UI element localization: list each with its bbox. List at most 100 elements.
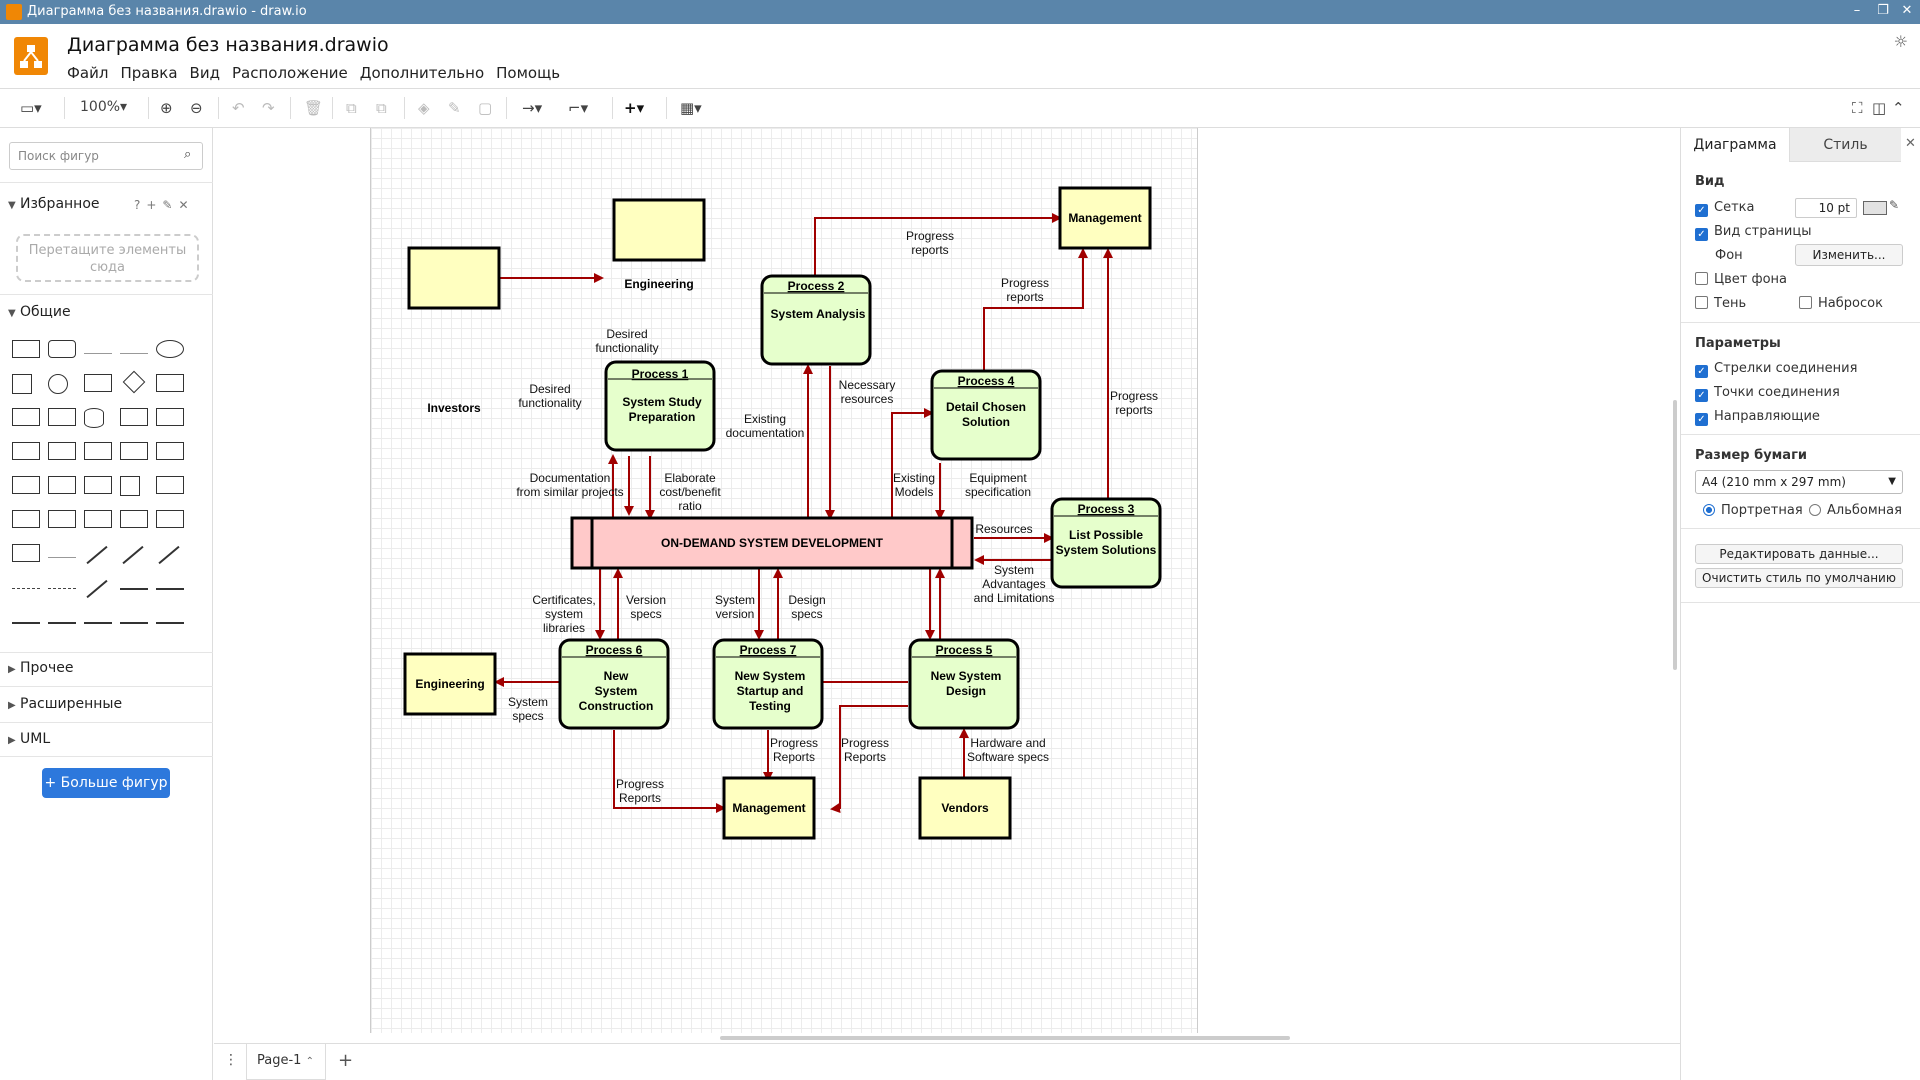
zoom-out-icon[interactable]: ⊖ xyxy=(190,99,203,117)
shape-callout-icon[interactable] xyxy=(84,476,112,494)
process-1[interactable] xyxy=(604,360,716,452)
shape-line3-icon[interactable] xyxy=(156,588,184,590)
pages-menu-icon[interactable]: ⋮ xyxy=(224,1052,238,1068)
search-icon[interactable]: ⌕ xyxy=(184,147,192,162)
sketch-row[interactable]: Набросок xyxy=(1799,296,1883,311)
shape-dash-icon[interactable] xyxy=(12,588,40,589)
shape-diamond-icon[interactable] xyxy=(122,370,146,394)
shape-dot-icon[interactable] xyxy=(48,588,76,589)
page-view-row[interactable]: ✓Вид страницы xyxy=(1695,224,1812,241)
bg-color-checkbox[interactable] xyxy=(1695,272,1708,285)
conn-points-checkbox[interactable]: ✓ xyxy=(1695,389,1708,402)
add-page-icon[interactable]: + xyxy=(338,1050,354,1071)
uml-section-header[interactable]: ▶UML xyxy=(8,731,50,747)
document-title[interactable]: Диаграмма без названия.drawio xyxy=(67,34,389,56)
tab-diagram[interactable]: Диаграмма xyxy=(1681,128,1789,162)
redo-icon[interactable]: ↷ xyxy=(262,99,275,117)
vertical-scrollbar[interactable] xyxy=(1673,400,1677,670)
entity-engineering-top[interactable] xyxy=(612,198,706,262)
shape-stack-icon[interactable] xyxy=(156,510,184,528)
change-background-button[interactable]: Изменить... xyxy=(1795,244,1903,266)
shape-curve-icon[interactable] xyxy=(86,545,108,565)
fullscreen-icon[interactable]: ⛶ xyxy=(1852,99,1863,117)
advanced-section-header[interactable]: ▶Расширенные xyxy=(8,696,122,712)
horizontal-scrollbar[interactable] xyxy=(720,1036,1290,1040)
menu-edit[interactable]: Правка xyxy=(120,64,178,82)
other-section-header[interactable]: ▶Прочее xyxy=(8,660,73,676)
landscape-row[interactable]: Альбомная xyxy=(1809,503,1902,518)
shape-line-icon[interactable] xyxy=(86,579,108,599)
shape-circle-icon[interactable] xyxy=(48,374,68,394)
restore-icon[interactable]: ❐ xyxy=(1877,3,1889,18)
shape-tape-icon[interactable] xyxy=(156,442,184,460)
process-5[interactable] xyxy=(908,638,1020,730)
menu-arrange[interactable]: Расположение xyxy=(231,64,348,82)
close-panel-icon[interactable]: ✕ xyxy=(1905,136,1916,151)
collapse-icon[interactable]: ⌃ xyxy=(1892,99,1905,117)
undo-icon[interactable]: ↶ xyxy=(232,99,245,117)
grid-size-input[interactable]: 10 pt xyxy=(1795,198,1857,218)
shape-int-icon[interactable] xyxy=(12,442,40,460)
table-icon[interactable]: ▦▾ xyxy=(680,99,702,117)
shape-card-icon[interactable] xyxy=(12,476,40,494)
shape-cube-icon[interactable] xyxy=(48,442,76,460)
format-panel-icon[interactable]: ▭▾ xyxy=(20,99,42,117)
menu-help[interactable]: Помощь xyxy=(496,64,561,82)
shape-actor-icon[interactable] xyxy=(120,476,140,496)
zoom-in-icon[interactable]: ⊕ xyxy=(160,99,173,117)
sketch-checkbox[interactable] xyxy=(1799,296,1812,309)
edge-p5-management[interactable] xyxy=(830,705,908,813)
shape-data-icon[interactable] xyxy=(84,510,112,528)
theme-sun-icon[interactable]: ☼ xyxy=(1893,32,1908,51)
shape-or-icon[interactable] xyxy=(156,476,184,494)
edit-data-button[interactable]: Редактировать данные... xyxy=(1695,544,1903,564)
delete-icon[interactable]: 🗑 xyxy=(304,99,324,117)
process-2[interactable] xyxy=(760,274,872,366)
shape-cloud-icon[interactable] xyxy=(120,408,148,426)
clear-style-button[interactable]: Очистить стиль по умолчанию xyxy=(1695,568,1903,588)
favorites-dropzone[interactable]: Перетащите элементы сюда xyxy=(16,234,199,282)
shape-cyl-icon[interactable] xyxy=(84,408,104,428)
shape-arrow1-icon[interactable] xyxy=(158,545,180,565)
page-tab-1[interactable]: Page-1 ⌃ xyxy=(246,1044,326,1080)
shape-square-icon[interactable] xyxy=(12,374,32,394)
tab-style[interactable]: Стиль xyxy=(1789,128,1901,162)
entity-management-top[interactable] xyxy=(1058,186,1152,250)
connection-style-icon[interactable]: →▾ xyxy=(522,99,543,117)
shadow-row[interactable]: Тень xyxy=(1695,296,1746,311)
conn-points-row[interactable]: ✓Точки соединения xyxy=(1695,385,1840,402)
menu-file[interactable]: Файл xyxy=(67,64,109,82)
data-store[interactable]: ON-DEMAND SYSTEM DEVELOPMENT xyxy=(570,516,974,570)
shape-conn-icon[interactable] xyxy=(12,622,40,624)
shape-doc-icon[interactable] xyxy=(156,408,184,426)
shape-table-icon[interactable] xyxy=(120,510,148,528)
grid-color-swatch[interactable] xyxy=(1863,201,1887,215)
data-store-box[interactable] xyxy=(570,516,974,570)
to-back-icon[interactable]: ⧉ xyxy=(376,99,387,117)
guides-row[interactable]: ✓Направляющие xyxy=(1695,409,1820,426)
grid-checkbox[interactable]: ✓ xyxy=(1695,204,1708,217)
conn-arrows-checkbox[interactable]: ✓ xyxy=(1695,365,1708,378)
conn-arrows-row[interactable]: ✓Стрелки соединения xyxy=(1695,361,1857,378)
shape-rrect-icon[interactable] xyxy=(48,340,76,358)
shape-txtblk-icon[interactable] xyxy=(48,548,76,558)
favorites-actions[interactable]: ?+✎✕ xyxy=(134,198,195,212)
shadow-icon[interactable]: ▢ xyxy=(478,99,493,117)
diagram-svg[interactable]: Engineering Investors Management Enginee… xyxy=(370,128,1198,1033)
paper-size-select[interactable]: A4 (210 mm x 297 mm)▼ xyxy=(1695,470,1903,494)
portrait-radio[interactable] xyxy=(1703,504,1715,516)
fill-color-icon[interactable]: ◈ xyxy=(418,99,430,117)
favorites-section-header[interactable]: ▼Избранное xyxy=(8,196,100,212)
shape-conn2-icon[interactable] xyxy=(48,622,76,624)
process-6[interactable] xyxy=(558,638,670,730)
insert-plus-icon[interactable]: +▾ xyxy=(624,99,645,117)
shape-delay-icon[interactable] xyxy=(48,510,76,528)
general-section-header[interactable]: ▼Общие xyxy=(8,304,71,320)
line-color-icon[interactable]: ✎ xyxy=(448,99,461,117)
edge-p4-management[interactable] xyxy=(983,248,1088,371)
portrait-row[interactable]: Портретная xyxy=(1703,503,1803,518)
page-view-checkbox[interactable]: ✓ xyxy=(1695,228,1708,241)
to-front-icon[interactable]: ⧉ xyxy=(346,99,357,117)
guides-checkbox[interactable]: ✓ xyxy=(1695,413,1708,426)
shape-para-icon[interactable] xyxy=(156,374,184,392)
